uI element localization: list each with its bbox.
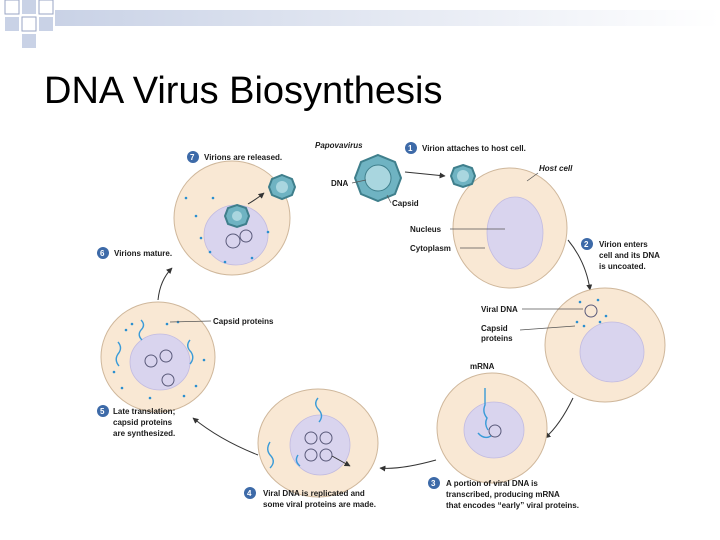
step-2-line1: Virion enters — [599, 240, 648, 249]
step-4-line1: Viral DNA is replicated and — [263, 489, 365, 498]
step-2-line3: is uncoated. — [599, 262, 646, 271]
viral-dna-circle — [584, 304, 598, 318]
step-3-line1: A portion of viral DNA is — [446, 479, 538, 488]
svg-text:2: 2 — [584, 240, 589, 249]
label-capsid-proteins-2: proteins — [481, 334, 513, 343]
mrna-strand — [483, 388, 489, 431]
step-5-badge — [97, 405, 109, 417]
step-4-badge — [244, 487, 256, 499]
step-2-group: 2 Virion enters cell and its DNA is unco… — [481, 238, 666, 403]
svg-text:5: 5 — [100, 407, 105, 416]
svg-text:3: 3 — [431, 479, 436, 488]
label-capsid: Capsid — [392, 199, 419, 208]
step-2-line2: cell and its DNA — [599, 251, 660, 260]
step-5-line1: Late translation; — [113, 407, 175, 416]
step-6-text: Virions mature. — [114, 249, 172, 258]
title-decoration — [4, 0, 720, 48]
step-5-group: Capsid proteins 5 Late translation; caps… — [97, 301, 274, 438]
transcription-nucleus — [463, 401, 525, 459]
svg-text:4: 4 — [247, 489, 252, 498]
step-4-group: 4 Viral DNA is replicated and some viral… — [244, 388, 379, 509]
step-2-badge — [581, 238, 593, 250]
label-capsid-proteins-1: Capsid — [481, 324, 508, 333]
step-6-badge — [97, 247, 109, 259]
leader-dna — [351, 179, 367, 184]
host-nucleus — [486, 196, 544, 270]
step-1-group: Papovavirus DNA Capsid Host cell Nucleus… — [315, 141, 573, 289]
svg-text:7: 7 — [190, 153, 195, 162]
step-3-line2: transcribed, producing mRNA — [446, 490, 560, 499]
label-mrna: mRNA — [470, 362, 495, 371]
uncoating-nucleus — [579, 321, 645, 383]
step-3-group: mRNA 3 A portion of viral DNA is transcr… — [428, 362, 579, 510]
step-7-text: Virions are released. — [204, 153, 282, 162]
label-nucleus: Nucleus — [410, 225, 442, 234]
label-capsid-proteins-left: Capsid proteins — [213, 317, 274, 326]
step-3-badge — [428, 477, 440, 489]
label-cytoplasm: Cytoplasm — [410, 244, 451, 253]
svg-text:1: 1 — [408, 144, 413, 153]
step-1-badge — [405, 142, 417, 154]
step-5-line2: capsid proteins — [113, 418, 173, 427]
step-3-line3: that encodes “early” viral proteins. — [446, 501, 579, 510]
slide-title: DNA Virus Biosynthesis — [44, 70, 443, 112]
step-4-line2: some viral proteins are made. — [263, 500, 376, 509]
step-5-line3: are synthesized. — [113, 429, 175, 438]
step-7-badge — [187, 151, 199, 163]
step-1-text: Virion attaches to host cell. — [422, 144, 526, 153]
step-6-7-group: 7 Virions are released. 6 Virions mature… — [97, 151, 297, 276]
label-dna: DNA — [331, 179, 349, 188]
arrow-attach — [404, 171, 446, 179]
label-papovavirus: Papovavirus — [315, 141, 363, 150]
replication-nucleus — [289, 414, 351, 476]
leader-capsid — [386, 194, 392, 204]
label-host-cell: Host cell — [539, 164, 573, 173]
label-viral-dna: Viral DNA — [481, 305, 518, 314]
svg-text:6: 6 — [100, 249, 105, 258]
translation-nucleus — [129, 333, 191, 391]
